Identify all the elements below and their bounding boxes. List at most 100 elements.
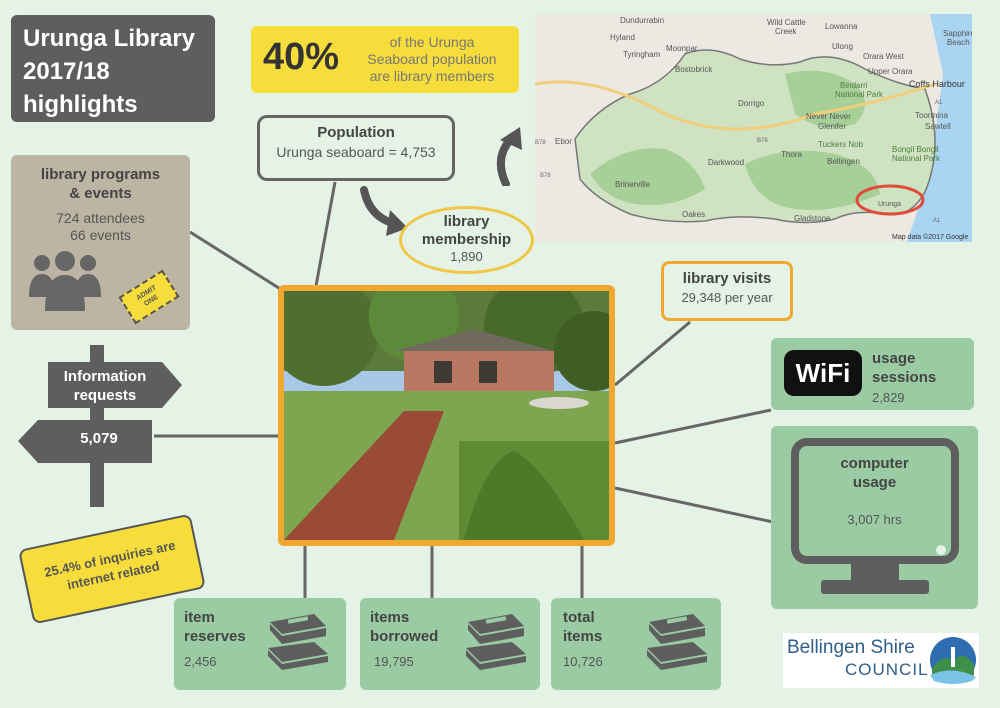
map-road-label: A1 <box>933 218 941 224</box>
map-credit: Map data ©2017 Google <box>892 233 968 241</box>
map-label: Tuckers Nob <box>818 140 864 149</box>
curved-arrow-up-icon <box>496 127 522 186</box>
map-label: Coffs Harbour <box>909 79 965 89</box>
wifi-title-line-2: sessions <box>872 369 937 386</box>
reserves-title-line-1: item <box>184 609 215 626</box>
borrowed-title-line-1: items <box>370 609 410 626</box>
reserves-title-line-2: reserves <box>184 628 246 645</box>
library-visits-title: library visits <box>682 270 772 287</box>
map-label: Upper Orara <box>868 67 913 76</box>
wifi-title-line-1: usage <box>872 350 916 367</box>
computer-title-line-1: computer <box>840 455 909 472</box>
map-label: Darkwood <box>708 158 744 167</box>
membership-share-card: 40% of the Urunga Seaboard population ar… <box>251 26 519 93</box>
programs-attendees: 724 attendees <box>56 210 145 226</box>
info-requests-line-2: requests <box>73 387 137 404</box>
map-label: Dorrigo <box>738 99 765 108</box>
share-caption-line-1: of the Urunga <box>389 34 475 50</box>
map-label: Glenifer <box>818 122 846 131</box>
map-label: Bostobrick <box>675 65 713 74</box>
population-card: Population Urunga seaboard = 4,753 <box>257 115 455 181</box>
programs-card: library programs & events 724 attendees … <box>11 155 190 330</box>
map-label: Bongil Bongil <box>892 145 939 154</box>
title-line-2: 2017/18 <box>23 58 110 85</box>
library-visits-value: 29,348 per year <box>681 290 773 305</box>
population-title: Population <box>317 124 395 141</box>
books-icon <box>647 614 707 670</box>
map-label: Lowanna <box>825 22 858 31</box>
wifi-card: WiFi usage sessions 2,829 <box>771 338 974 410</box>
map-label: Urunga <box>878 201 901 208</box>
membership-card: library membership 1,890 <box>399 206 534 274</box>
ticket-icon: ADMIT ONE <box>118 269 180 325</box>
map-label: Wild Cattle <box>767 18 806 27</box>
population-value: Urunga seaboard = 4,753 <box>276 144 436 160</box>
map-label: Dundurrabin <box>620 16 664 25</box>
map-road-label: A1 <box>935 100 943 106</box>
total-title-line-1: total <box>563 609 595 626</box>
books-icon <box>268 614 328 670</box>
borrowed-value: 19,795 <box>374 654 414 669</box>
map-label: Moonpar <box>666 44 698 53</box>
wifi-icon: WiFi <box>784 350 862 396</box>
map-label: Oakes <box>682 210 705 219</box>
share-caption-line-3: are library members <box>369 68 495 84</box>
title-line-3: highlights <box>23 91 138 118</box>
map-label: Ebor <box>555 137 572 146</box>
map-label: Hyland <box>610 33 635 42</box>
map-road-label: B78 <box>540 173 551 179</box>
library-visits-card: library visits 29,348 per year <box>661 261 793 321</box>
map-label: Bellingen <box>827 157 860 166</box>
computer-value: 3,007 hrs <box>847 512 902 527</box>
people-icon <box>29 251 101 311</box>
title-line-1: Urunga Library <box>23 25 196 52</box>
programs-title-line-2: & events <box>69 185 132 202</box>
map-label: Tyringham <box>623 50 661 59</box>
map-label: Never Never <box>806 112 851 121</box>
region-map: Dundurrabin Wild Cattle Creek Lowanna Sa… <box>535 14 972 242</box>
map-label: Creek <box>775 27 797 36</box>
membership-title-line-1: library <box>443 213 490 230</box>
reserves-value: 2,456 <box>184 654 217 669</box>
membership-share-value: 40% <box>263 36 340 78</box>
computer-card: computer usage 3,007 hrs <box>771 426 978 609</box>
council-name-line-2: COUNCIL <box>845 660 929 679</box>
membership-value: 1,890 <box>450 249 483 264</box>
total-items-card: total items 10,726 <box>551 598 721 690</box>
total-title-line-2: items <box>563 628 603 645</box>
membership-share-caption: of the Urunga Seaboard population are li… <box>351 34 513 85</box>
map-label: Toormina <box>915 111 948 120</box>
signpost-icon <box>18 345 182 507</box>
library-photo <box>278 285 615 546</box>
info-requests-label: Information requests <box>50 367 160 405</box>
map-road-label: B78 <box>757 138 768 144</box>
wifi-value: 2,829 <box>872 390 905 405</box>
map-label: Thora <box>781 150 802 159</box>
membership-title-line-2: membership <box>421 231 512 248</box>
computer-title-line-2: usage <box>852 474 897 491</box>
computer-monitor-icon <box>791 438 959 594</box>
council-emblem-icon <box>930 637 976 684</box>
programs-events: 66 events <box>70 227 131 243</box>
info-requests-line-1: Information <box>63 368 147 385</box>
item-reserves-card: item reserves 2,456 <box>174 598 346 690</box>
council-name-line-1: Bellingen Shire <box>787 637 915 658</box>
map-label: Beach <box>947 38 970 47</box>
books-icon <box>466 614 526 670</box>
map-road-label: B78 <box>535 140 546 146</box>
page-title: Urunga Library 2017/18 highlights <box>11 15 215 122</box>
map-label: National Park <box>892 154 941 163</box>
map-label: Sapphire <box>943 29 972 38</box>
map-label: Ulong <box>832 42 853 51</box>
map-label: Brinerville <box>615 180 651 189</box>
items-borrowed-card: items borrowed 19,795 <box>360 598 540 690</box>
share-caption-line-2: Seaboard population <box>367 51 497 67</box>
map-label: Gladstone <box>794 214 831 223</box>
info-requests-value: 5,079 <box>80 430 118 447</box>
map-label: Orara West <box>863 52 905 61</box>
map-label: Sawtell <box>925 122 951 131</box>
programs-title-line-1: library programs <box>40 166 161 183</box>
council-logo: Bellingen Shire COUNCIL <box>783 633 979 688</box>
total-value: 10,726 <box>563 654 603 669</box>
